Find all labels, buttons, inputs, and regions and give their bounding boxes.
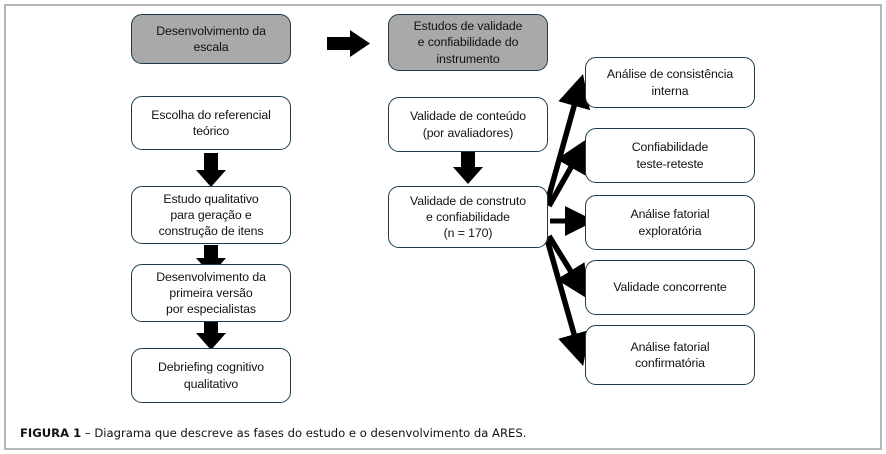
- node-left-step-2-label: Estudo qualitativo para geração e constr…: [158, 191, 264, 239]
- node-right-outcome-3-label: Análise fatorial exploratória: [630, 207, 710, 238]
- node-right-outcome-2[interactable]: Confiabilidade teste-reteste: [585, 128, 755, 183]
- node-middle-step-1-label: Validade de conteúdo (por avaliadores): [409, 109, 527, 140]
- figure-caption: FIGURA 1 – Diagrama que descreve as fase…: [20, 426, 526, 440]
- node-middle-step-1[interactable]: Validade de conteúdo (por avaliadores): [388, 97, 548, 152]
- arrow-left-3: [196, 322, 226, 350]
- arrow-fan-4: [546, 234, 588, 299]
- node-right-outcome-1-label: Análise de consistência interna: [606, 67, 734, 98]
- node-middle-header-label: Estudos de validade e confiabilidade do …: [413, 19, 523, 66]
- node-left-step-1-label: Escolha do referencial teórico: [151, 107, 271, 138]
- node-right-outcome-4-label: Validade concorrente: [613, 280, 727, 295]
- node-middle-step-2[interactable]: Validade de construto e confiabilidade (…: [388, 186, 548, 248]
- node-left-step-3-label: Desenvolvimento da primeira versão por e…: [156, 269, 266, 317]
- node-right-outcome-5[interactable]: Análise fatorial confirmatória: [585, 325, 755, 385]
- node-right-outcome-1[interactable]: Análise de consistência interna: [585, 57, 755, 108]
- node-middle-step-2-label: Validade de construto e confiabilidade (…: [410, 193, 526, 241]
- arrow-header-link: [327, 30, 370, 57]
- arrow-fan-2: [546, 138, 588, 208]
- node-right-outcome-3[interactable]: Análise fatorial exploratória: [585, 195, 755, 250]
- node-left-step-4-label: Debriefing cognitivo qualitativo: [157, 360, 264, 391]
- node-left-step-1[interactable]: Escolha do referencial teórico: [131, 96, 291, 150]
- arrow-left-1: [196, 153, 226, 187]
- node-right-outcome-5-label: Análise fatorial confirmatória: [630, 339, 710, 370]
- node-middle-header[interactable]: Estudos de validade e confiabilidade do …: [388, 14, 548, 71]
- node-left-header[interactable]: Desenvolvimento da escala: [131, 14, 291, 64]
- figure-caption-bar: FIGURA 1 – Diagrama que descreve as fase…: [6, 418, 880, 448]
- diagram-canvas: Desenvolvimento da escala Escolha do ref…: [131, 14, 755, 403]
- node-left-step-4[interactable]: Debriefing cognitivo qualitativo: [131, 348, 291, 403]
- arrow-middle-1: [453, 152, 483, 184]
- node-left-header-label: Desenvolvimento da escala: [156, 23, 266, 54]
- figure-caption-body: Diagrama que descreve as fases do estudo…: [94, 426, 527, 440]
- node-left-step-3[interactable]: Desenvolvimento da primeira versão por e…: [131, 264, 291, 322]
- arrow-fan-5: [544, 238, 590, 366]
- node-right-outcome-2-label: Confiabilidade teste-reteste: [631, 140, 709, 171]
- arrow-fan-1: [544, 73, 591, 204]
- node-left-step-2[interactable]: Estudo qualitativo para geração e constr…: [131, 186, 291, 244]
- figure-caption-label: FIGURA 1: [20, 426, 82, 440]
- figure-caption-dash: –: [81, 426, 95, 440]
- node-right-outcome-4[interactable]: Validade concorrente: [585, 260, 755, 315]
